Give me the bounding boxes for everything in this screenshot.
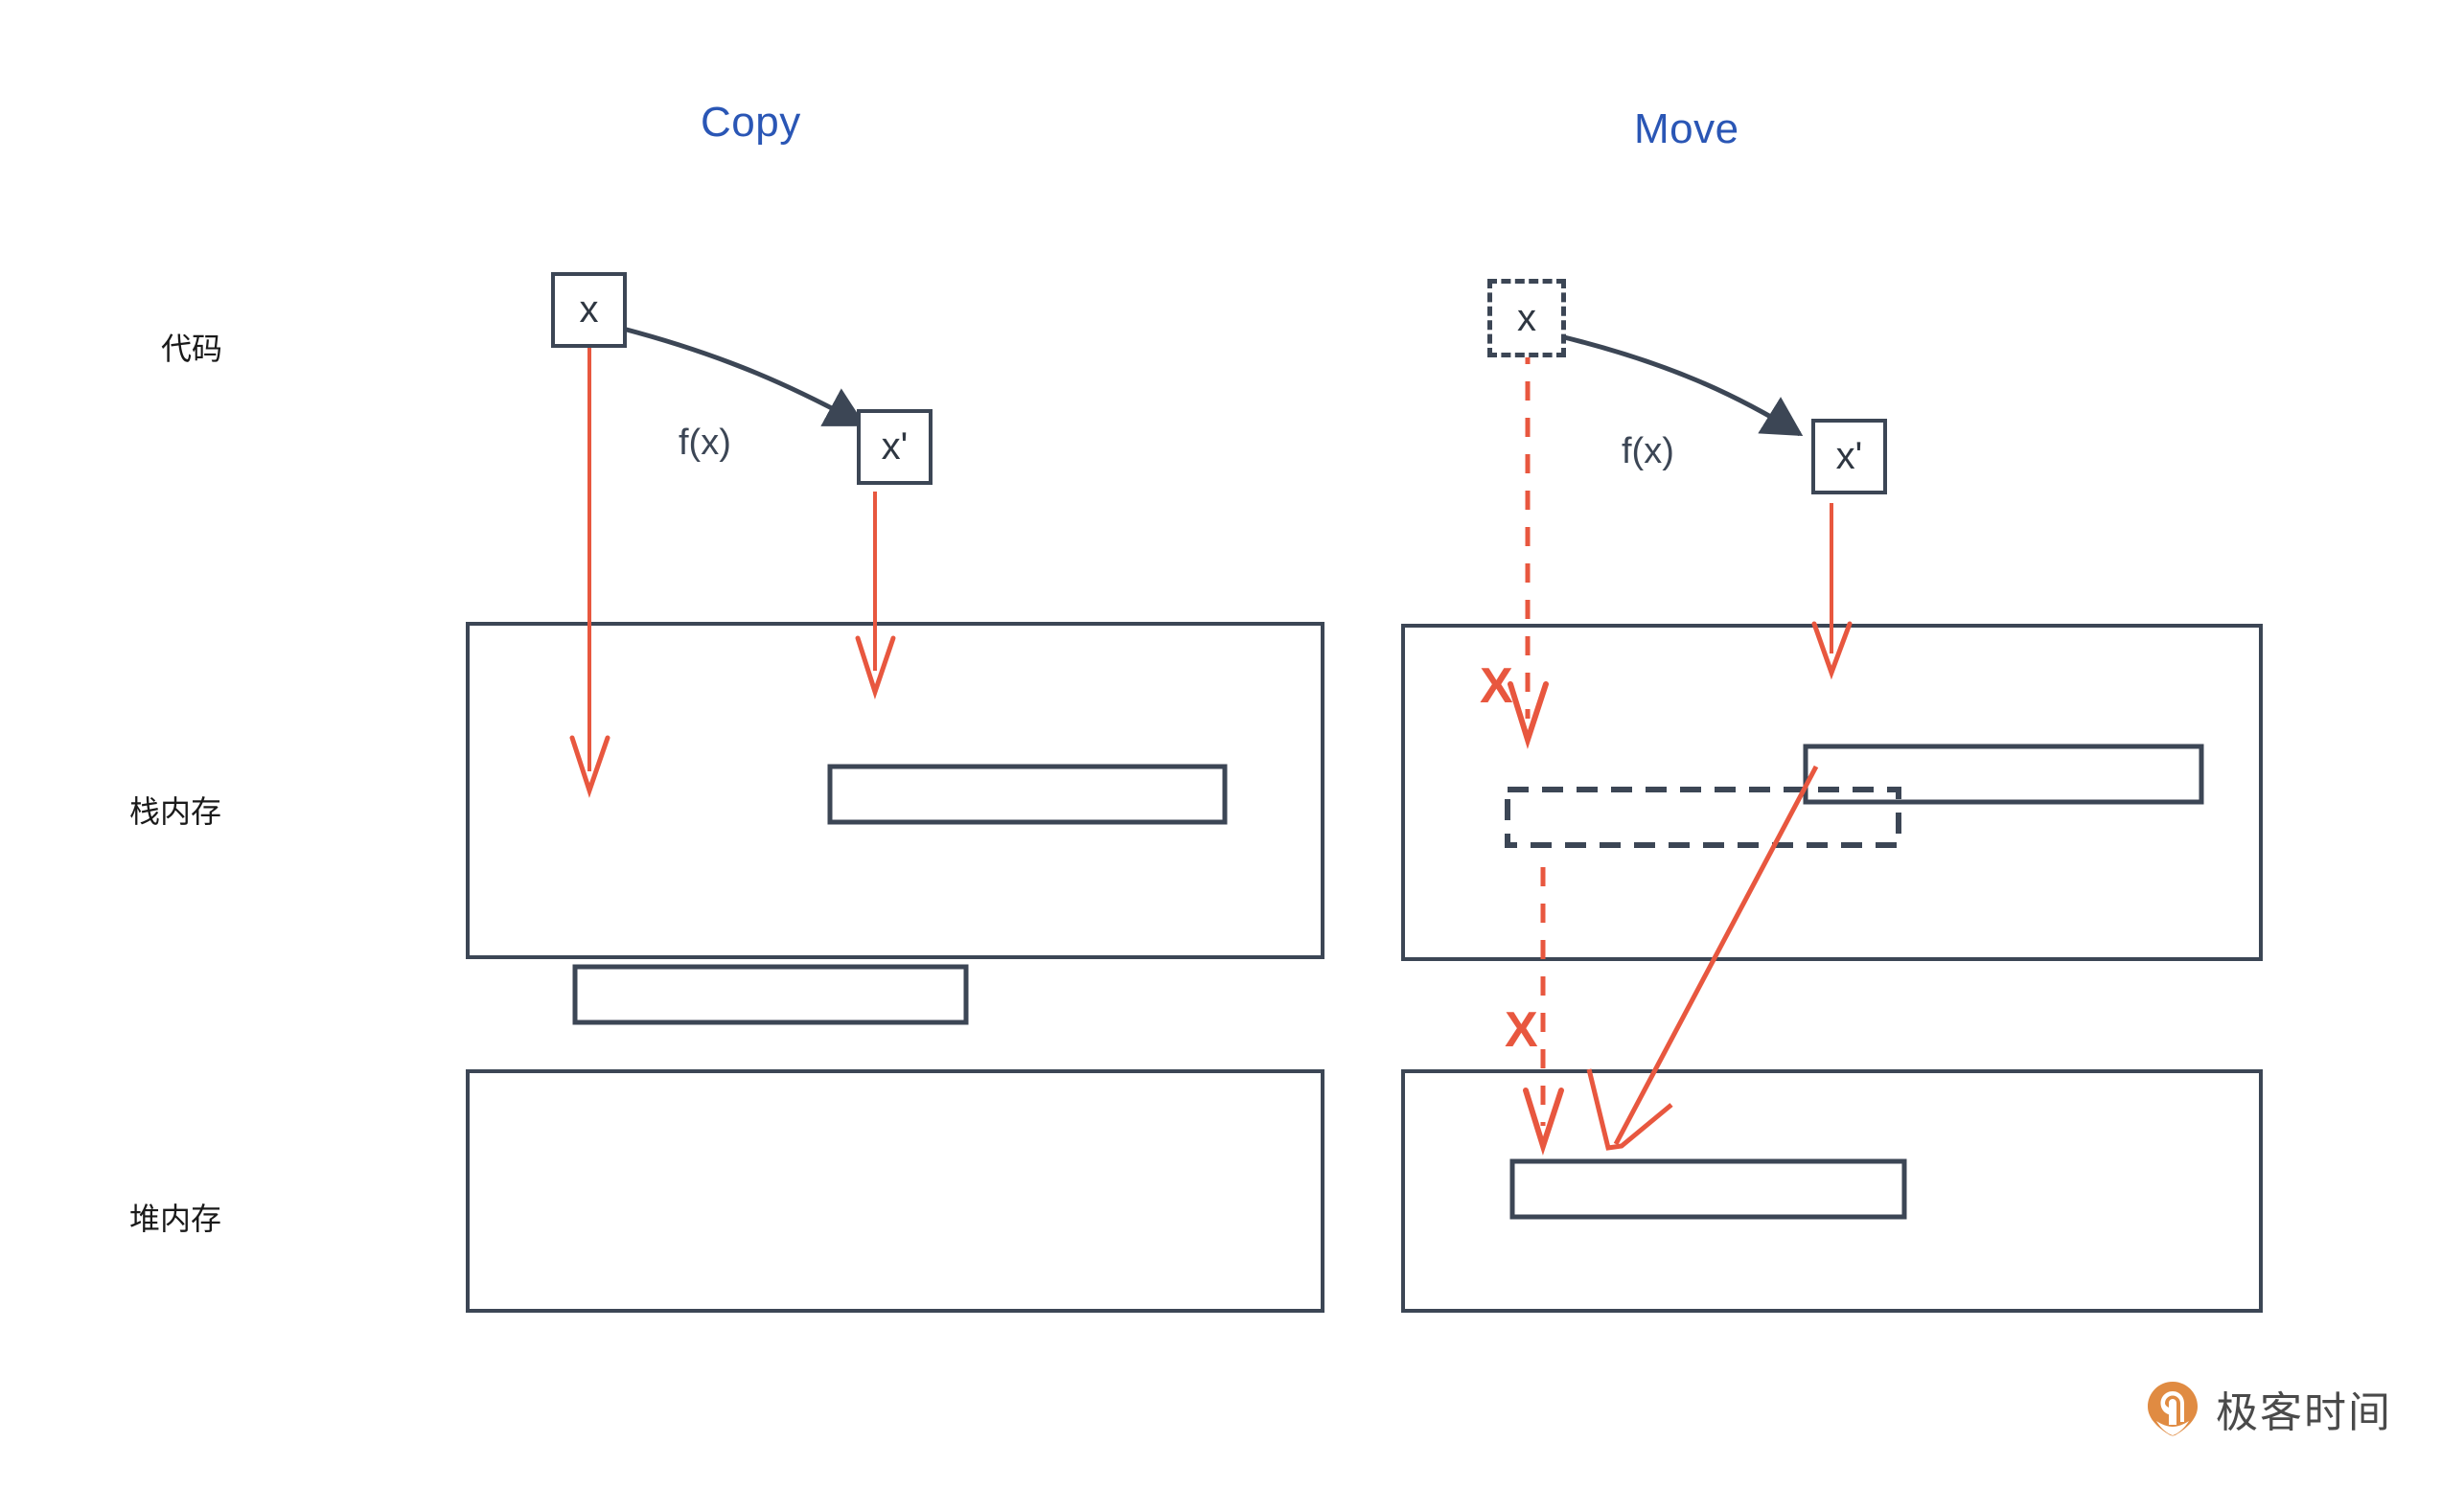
move-arrowhead-stack-to-heap-diagonal	[1586, 1068, 1673, 1151]
move-arrowhead-stack-to-heap	[1523, 1088, 1564, 1156]
move-arrowhead-x-to-stack	[1508, 681, 1549, 749]
copy-function-label: f(x)	[679, 423, 731, 463]
watermark: 极客时间	[2143, 1378, 2392, 1439]
copy-function-curve-arrow	[622, 326, 866, 427]
geek-time-pin-icon	[2148, 1382, 2198, 1436]
move-invalid-mark-stack: X	[1480, 658, 1513, 714]
copy-stack-memory-box	[466, 622, 1324, 959]
copy-arrowhead-xprime-to-stack	[855, 635, 896, 699]
move-stack-slot-xprime	[1803, 744, 2204, 805]
move-arrowhead-xprime-to-stack	[1811, 621, 1853, 680]
column-title-copy: Copy	[701, 99, 801, 146]
copy-var-box-x: x	[551, 272, 627, 348]
column-title-move: Move	[1634, 105, 1739, 152]
copy-stack-slot-xprime	[827, 764, 1228, 825]
move-var-box-x: x	[1487, 279, 1566, 357]
copy-var-box-xprime: x'	[857, 409, 933, 485]
row-label-stack-memory: 栈内存	[129, 793, 222, 830]
move-heap-slot	[1509, 1158, 1907, 1220]
move-function-curve-arrow	[1555, 332, 1804, 437]
row-label-heap-memory: 堆内存	[129, 1201, 222, 1237]
move-function-label: f(x)	[1622, 431, 1674, 471]
watermark-text: 极客时间	[2216, 1388, 2392, 1437]
copy-arrowhead-x-to-stack	[569, 735, 610, 798]
move-heap-memory-box	[1401, 1069, 2263, 1313]
move-arrow-stack-to-heap-diagonal	[1613, 765, 1819, 1146]
move-invalid-mark-heap: X	[1505, 1002, 1538, 1058]
copy-heap-memory-box	[466, 1069, 1324, 1313]
move-stack-slot-invalidated	[1505, 787, 1901, 848]
row-label-code: 代码	[161, 331, 223, 367]
copy-stack-slot-x	[572, 964, 969, 1025]
move-var-box-xprime: x'	[1811, 419, 1887, 494]
